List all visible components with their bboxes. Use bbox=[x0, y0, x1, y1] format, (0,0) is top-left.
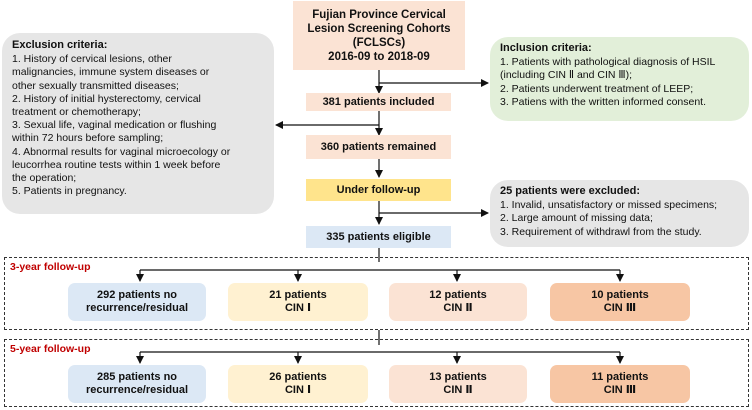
outcome-label: recurrence/residual bbox=[85, 302, 189, 314]
cohort-line-2: Lesion Screening Cohorts bbox=[307, 22, 451, 35]
three-year-cin3-box: 10 patients CIN Ⅲ bbox=[550, 283, 690, 321]
patients-remained-label: 360 patients remained bbox=[320, 141, 437, 153]
exclusion-line: other sexually transmitted diseases; bbox=[12, 79, 179, 92]
cohort-line-1: Fujian Province Cervical bbox=[312, 8, 446, 21]
exclusion-line: 5. Patients in pregnancy. bbox=[12, 185, 127, 198]
exclusion-line: 3. Sexual life, vaginal medication or fl… bbox=[12, 119, 217, 132]
three-year-cin2-box: 12 patients CIN Ⅱ bbox=[389, 283, 527, 321]
excluded-title: 25 patients were excluded: bbox=[500, 185, 640, 197]
three-year-no-recurrence-box: 292 patients no recurrence/residual bbox=[68, 283, 206, 321]
outcome-label: CIN Ⅲ bbox=[603, 302, 637, 314]
exclusion-line: 4. Abnormal results for vaginal microeco… bbox=[12, 145, 231, 158]
excluded-line: 3. Requirement of withdrawl from the stu… bbox=[500, 225, 702, 238]
outcome-label: CIN Ⅲ bbox=[603, 384, 637, 396]
cohort-line-3: (FCLSCs) bbox=[352, 36, 406, 49]
outcome-label: CIN Ⅱ bbox=[443, 302, 473, 314]
exclusion-line: within 72 hours before sampling; bbox=[12, 132, 164, 145]
patients-remained-box: 360 patients remained bbox=[306, 135, 451, 159]
exclusion-criteria-box: Exclusion criteria: 1. History of cervic… bbox=[2, 33, 274, 214]
three-year-cin1-box: 21 patients CIN Ⅰ bbox=[228, 283, 368, 321]
cohort-line-4: 2016-09 to 2018-09 bbox=[328, 50, 430, 63]
outcome-label: recurrence/residual bbox=[85, 384, 189, 396]
outcome-count: 12 patients bbox=[429, 289, 487, 301]
exclusion-line: leucorrhea routine tests within 1 week b… bbox=[12, 158, 221, 171]
inclusion-line: 1. Patients with pathological diagnosis … bbox=[500, 56, 716, 69]
outcome-count: 292 patients no bbox=[96, 289, 178, 301]
inclusion-line: 3. Patiens with the written informed con… bbox=[500, 95, 707, 108]
exclusion-line: 2. History of initial hysterectomy, cerv… bbox=[12, 92, 201, 105]
outcome-count: 26 patients bbox=[269, 371, 327, 383]
five-year-cin1-box: 26 patients CIN Ⅰ bbox=[228, 365, 368, 403]
exclusion-line: malignancies, immune system diseases or bbox=[12, 66, 210, 79]
outcome-count: 21 patients bbox=[269, 289, 327, 301]
three-year-follow-up-label: 3-year follow-up bbox=[10, 261, 91, 273]
five-year-cin2-box: 13 patients CIN Ⅱ bbox=[389, 365, 527, 403]
exclusion-line: the operation; bbox=[12, 172, 77, 185]
outcome-label: CIN Ⅰ bbox=[284, 302, 312, 314]
patients-eligible-label: 335 patients eligible bbox=[326, 231, 431, 243]
five-year-follow-up-frame bbox=[4, 339, 749, 407]
inclusion-criteria-title: Inclusion criteria: bbox=[500, 42, 592, 54]
exclusion-criteria-title: Exclusion criteria: bbox=[12, 39, 108, 51]
patients-eligible-box: 335 patients eligible bbox=[306, 226, 451, 248]
exclusion-line: treatment or chemotherapy; bbox=[12, 106, 141, 119]
five-year-follow-up-label: 5-year follow-up bbox=[10, 343, 91, 355]
three-year-follow-up-frame bbox=[4, 257, 749, 330]
patients-included-box: 381 patients included bbox=[306, 93, 451, 111]
outcome-label: CIN Ⅱ bbox=[443, 384, 473, 396]
outcome-count: 10 patients bbox=[591, 289, 649, 301]
exclusion-line: 1. History of cervical lesions, other bbox=[12, 53, 172, 66]
under-follow-up-label: Under follow-up bbox=[336, 184, 421, 196]
outcome-count: 285 patients no bbox=[96, 371, 178, 383]
patients-included-label: 381 patients included bbox=[322, 96, 435, 108]
five-year-cin3-box: 11 patients CIN Ⅲ bbox=[550, 365, 690, 403]
inclusion-line: 2. Patients underwent treatment of LEEP; bbox=[500, 82, 694, 95]
excluded-patients-box: 25 patients were excluded: 1. Invalid, u… bbox=[490, 180, 749, 247]
five-year-no-recurrence-box: 285 patients no recurrence/residual bbox=[68, 365, 206, 403]
cohort-box: Fujian Province Cervical Lesion Screenin… bbox=[293, 1, 465, 70]
inclusion-line: (including CIN Ⅱ and CIN Ⅲ); bbox=[500, 69, 633, 82]
outcome-count: 13 patients bbox=[429, 371, 487, 383]
inclusion-criteria-box: Inclusion criteria: 1. Patients with pat… bbox=[490, 37, 749, 121]
excluded-line: 1. Invalid, unsatisfactory or missed spe… bbox=[500, 199, 718, 212]
outcome-count: 11 patients bbox=[591, 371, 649, 383]
excluded-line: 2. Large amount of missing data; bbox=[500, 212, 653, 225]
outcome-label: CIN Ⅰ bbox=[284, 384, 312, 396]
under-follow-up-box: Under follow-up bbox=[306, 179, 451, 201]
